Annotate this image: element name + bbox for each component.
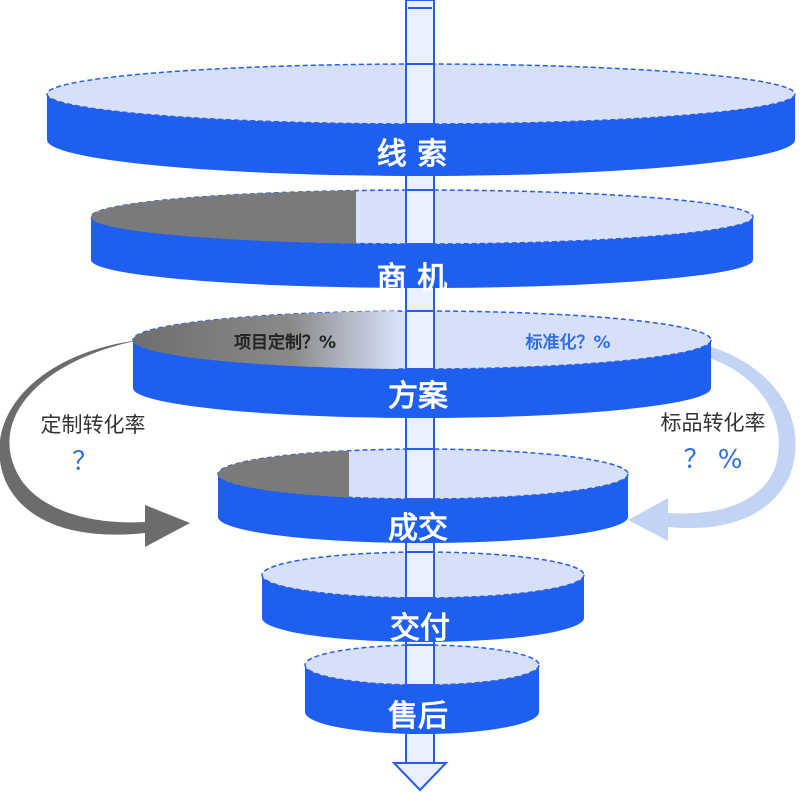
curved-arrow-left-icon [628, 345, 796, 541]
funnel-stage-deal: 成交 [217, 448, 629, 546]
curved-arrow-right-icon [0, 340, 190, 547]
stage-label-deal: 成交 [388, 511, 448, 546]
custom-conversion-title: 定制转化率 [41, 413, 146, 437]
stage-label-solution: 方案 [388, 379, 449, 414]
funnel-stage-after-sales: 售后 [304, 644, 540, 734]
stage-label-delivery: 交付 [390, 611, 450, 646]
stage-label-leads: 线 索 [377, 137, 447, 172]
stage-label-after-sales: 售后 [388, 699, 448, 734]
custom-share-label: 项目定制？% [234, 332, 336, 353]
standard-conversion-value: ？ % [684, 445, 743, 475]
standard-share-label: 标准化？% [525, 332, 610, 353]
custom-conversion-value: ？ [72, 447, 98, 477]
funnel-stage-solution: 项目定制？% 标准化？% 方案 [132, 310, 712, 418]
standard-conversion-title: 标品转化率 [661, 411, 766, 435]
funnel-stage-delivery: 交付 [261, 551, 585, 646]
funnel-stage-opportunity: 商 机 [90, 189, 754, 296]
stage-label-opportunity: 商 机 [377, 261, 447, 296]
funnel-stage-leads: 线 索 [46, 63, 796, 176]
